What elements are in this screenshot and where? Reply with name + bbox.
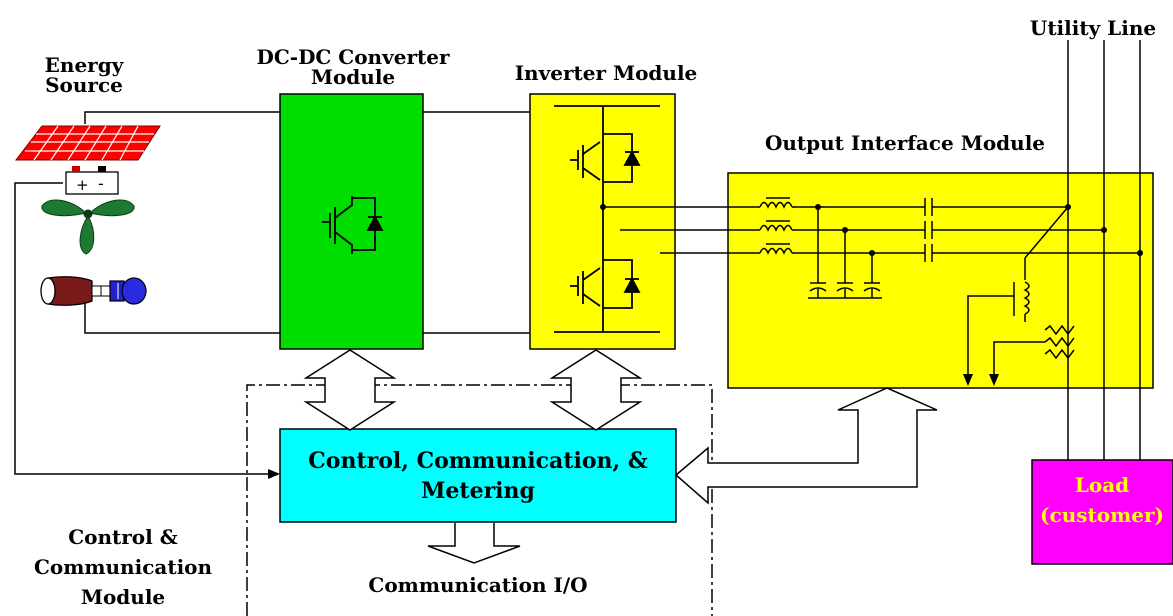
ccm-label-line1: Control & bbox=[68, 525, 178, 549]
source-wires bbox=[14, 111, 280, 475]
dcdc-converter-label-line1: DC-DC Converter bbox=[257, 45, 450, 69]
dcdc-converter-label-line2: Module bbox=[311, 65, 395, 89]
igbt-symbol bbox=[322, 196, 384, 254]
svg-text:+: + bbox=[76, 176, 89, 194]
communication-io-arrow bbox=[427, 523, 521, 564]
utility-lines bbox=[1067, 40, 1141, 460]
battery-icon: + - bbox=[65, 166, 119, 195]
inverter-control-double-arrow bbox=[549, 349, 643, 431]
energy-source-label-line2: Source bbox=[45, 73, 123, 97]
utility-line-label: Utility Line bbox=[1030, 16, 1156, 40]
generator-icon bbox=[40, 276, 147, 306]
output-interface-label: Output Interface Module bbox=[765, 131, 1045, 155]
dcdc-control-double-arrow bbox=[303, 349, 397, 431]
inverter-output-wires bbox=[603, 206, 728, 254]
solar-panel-icon bbox=[14, 125, 161, 161]
wind-turbine-icon bbox=[41, 199, 135, 255]
output-interface-module bbox=[727, 172, 1154, 389]
ccm-label-line3: Module bbox=[81, 585, 165, 609]
load-label-line2: (customer) bbox=[1040, 503, 1164, 527]
load-box bbox=[1031, 459, 1173, 565]
ccm-label-line2: Communication bbox=[34, 555, 213, 579]
output-control-double-arrow bbox=[674, 387, 938, 505]
load-label-line1: Load bbox=[1075, 473, 1129, 497]
output-filter-circuit bbox=[728, 197, 1140, 378]
control-box-label-line1: Control, Communication, & bbox=[308, 448, 648, 474]
inverter-module-label: Inverter Module bbox=[515, 61, 698, 85]
dcdc-inverter-wires bbox=[423, 111, 530, 334]
dcdc-converter-module bbox=[279, 93, 424, 350]
svg-text:-: - bbox=[98, 174, 104, 193]
control-communication-metering-box bbox=[279, 428, 677, 523]
battery-to-control-arrowhead bbox=[268, 469, 280, 479]
inverter-switches bbox=[554, 105, 660, 333]
control-box-label-line2: Metering bbox=[421, 478, 535, 504]
control-module-boundary bbox=[246, 384, 713, 616]
energy-source-label-line1: Energy bbox=[45, 53, 125, 77]
communication-io-label: Communication I/O bbox=[368, 573, 587, 597]
